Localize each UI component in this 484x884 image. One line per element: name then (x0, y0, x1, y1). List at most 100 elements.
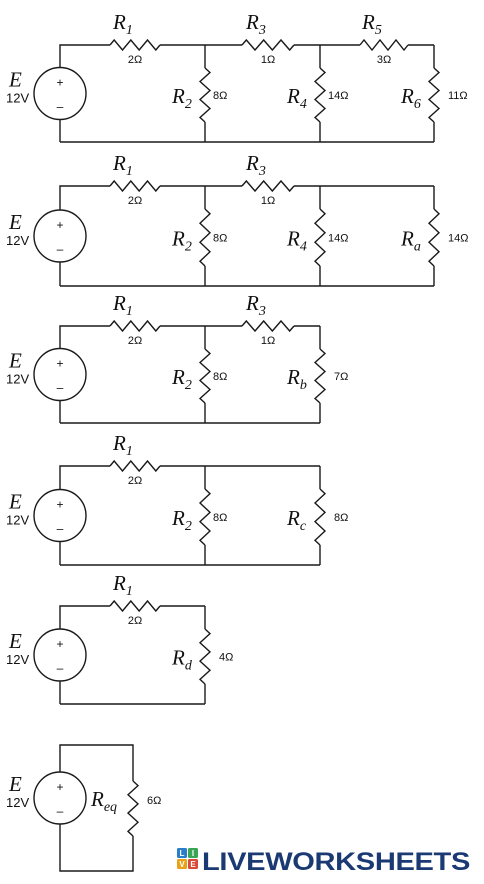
resistor-label-base: R (171, 227, 185, 251)
resistor-zigzag (313, 348, 327, 404)
resistor-zigzag (126, 780, 140, 837)
resistor-label-subscript: 6 (414, 97, 421, 112)
resistor-label-base: R (171, 84, 185, 108)
resistor-value: 6Ω (147, 795, 161, 807)
resistor-label-base: R (286, 84, 300, 108)
resistor-label: Req (90, 787, 117, 815)
resistor-label: R1 (112, 431, 133, 459)
resistor-label: R4 (286, 227, 307, 255)
source-symbol: E (8, 629, 22, 653)
logo-letter: L (180, 849, 185, 858)
resistor-value: 11Ω (448, 90, 468, 102)
resistor-req: Req 6Ω (90, 780, 161, 837)
resistor-label-subscript: 1 (126, 444, 133, 459)
resistor-label-subscript: c (300, 519, 307, 534)
resistor-label-base: R (112, 10, 126, 34)
resistor-zigzag (109, 599, 161, 613)
resistor-label-subscript: 3 (258, 23, 266, 38)
source-voltage: 12V (6, 652, 29, 667)
source-voltage: 12V (6, 795, 29, 810)
resistor-label: Rd (171, 646, 193, 674)
source-circle (33, 209, 87, 263)
source-circle (33, 488, 87, 543)
resistor-zigzag (241, 179, 295, 193)
resistor-label-subscript: 4 (300, 240, 307, 255)
resistor-label-subscript: 2 (185, 240, 192, 255)
resistor-zigzag (427, 67, 441, 123)
source-voltage: 12V (6, 233, 29, 248)
logo-letter: V (179, 860, 185, 869)
resistor-value: 2Ω (128, 475, 142, 487)
resistor-zigzag (359, 38, 409, 52)
source-symbol: E (8, 349, 22, 373)
resistor-label-base: R (90, 787, 104, 811)
resistor-label: R3 (245, 10, 266, 38)
resistor-label-base: R (171, 506, 185, 530)
resistor-label-subscript: eq (104, 800, 117, 815)
resistor-label-base: R (171, 365, 185, 389)
resistor-label: R3 (245, 151, 266, 179)
logo-letter: E (190, 860, 196, 869)
resistor-label-base: R (171, 646, 185, 670)
resistor-value: 1Ω (261, 54, 275, 66)
logo-tile (188, 848, 198, 858)
resistor-label-subscript: 2 (185, 97, 192, 112)
resistor-zigzag (427, 208, 441, 267)
resistor-zigzag (313, 67, 327, 123)
resistor-value: 2Ω (128, 195, 142, 207)
resistor-label-base: R (245, 151, 259, 175)
wire-left-top (59, 185, 110, 210)
minus-sign: – (57, 242, 64, 256)
resistor-zigzag (198, 488, 212, 546)
plus-sign: + (56, 780, 63, 794)
resistor-zigzag (198, 348, 212, 404)
resistor-label: R1 (112, 151, 133, 179)
resistor-label-subscript: 2 (185, 519, 192, 534)
resistor-value: 7Ω (334, 371, 348, 383)
resistor-label: R1 (112, 571, 133, 599)
resistor-label-subscript: 1 (126, 23, 133, 38)
resistor-zigzag (109, 459, 161, 473)
resistor-zigzag (241, 319, 295, 333)
resistor-label-subscript: 3 (258, 164, 266, 179)
minus-sign: – (57, 804, 64, 818)
resistor-label-base: R (112, 431, 126, 455)
source-circle (33, 628, 87, 682)
resistor-label-subscript: 5 (375, 23, 382, 38)
wire-left-top (59, 465, 110, 490)
resistor-label-base: R (112, 571, 126, 595)
resistor-label: R2 (171, 227, 192, 255)
logo-tile (177, 859, 187, 869)
resistor-label: R1 (112, 291, 133, 319)
resistor-value: 8Ω (334, 512, 348, 524)
resistor-label: R2 (171, 84, 192, 112)
resistor-value: 8Ω (213, 90, 227, 102)
resistor-label-base: R (286, 365, 300, 389)
logo-letter: I (192, 849, 194, 858)
resistor-label-subscript: 1 (126, 584, 133, 599)
resistor-value: 3Ω (377, 54, 391, 66)
resistor-label: R2 (171, 506, 192, 534)
resistor-label-subscript: 1 (126, 304, 133, 319)
resistor-value: 14Ω (328, 233, 348, 245)
plus-sign: + (56, 76, 63, 90)
minus-sign: – (57, 381, 64, 395)
resistor-zigzag (198, 67, 212, 123)
resistor-r1: R1 2Ω (109, 431, 161, 487)
resistor-label: R6 (400, 84, 421, 112)
